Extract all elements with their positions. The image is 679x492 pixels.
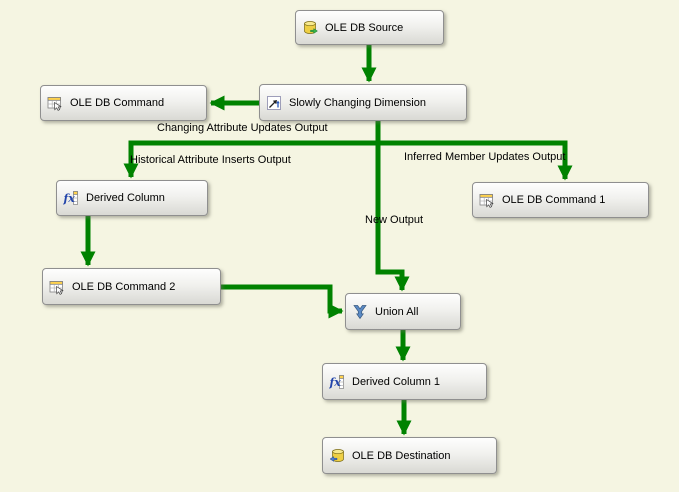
node-label: OLE DB Command 2 [72, 280, 176, 293]
node-union-all[interactable]: Union All [345, 293, 461, 330]
slowly-changing-dimension-icon [266, 95, 282, 111]
connector-scd-to-ole-db-command-1[interactable] [375, 121, 573, 181]
node-ole-db-command-1[interactable]: OLE DB Command 1 [472, 182, 649, 218]
node-label: Union All [375, 305, 419, 318]
node-slowly-changing-dimension[interactable]: Slowly Changing Dimension [259, 84, 467, 121]
database-source-icon [302, 20, 318, 36]
ole-db-command-icon [479, 192, 495, 208]
node-derived-column-1[interactable]: fx Derived Column 1 [322, 363, 487, 400]
svg-text:fx: fx [329, 376, 341, 389]
node-label: OLE DB Command 1 [502, 194, 606, 206]
ole-db-command-icon [47, 95, 63, 111]
node-label: OLE DB Source [325, 21, 404, 34]
derived-column-fx-icon: fx [63, 190, 79, 206]
edge-label-new-output: New Output [365, 214, 424, 226]
svg-text:fx: fx [63, 192, 75, 205]
connector-scd-to-union-all[interactable] [375, 121, 410, 292]
edge-label-inferred-member-updates-output: Inferred Member Updates Output [404, 151, 566, 163]
database-destination-icon [329, 448, 345, 464]
ole-db-command-icon [49, 279, 65, 295]
node-label: Slowly Changing Dimension [289, 96, 426, 109]
node-label: Derived Column [86, 192, 165, 204]
node-derived-column[interactable]: fx Derived Column [56, 180, 208, 216]
edge-label-historical-attribute-inserts-output: Historical Attribute Inserts Output [130, 154, 291, 166]
node-ole-db-command-2[interactable]: OLE DB Command 2 [42, 268, 221, 305]
node-label: OLE DB Destination [352, 449, 451, 462]
union-all-icon [352, 304, 368, 320]
derived-column-fx-icon: fx [329, 374, 345, 390]
connector-ole-db-command-2-to-union-all[interactable] [221, 284, 344, 319]
node-label: OLE DB Command [70, 97, 165, 109]
node-label: Derived Column 1 [352, 375, 441, 388]
node-ole-db-destination[interactable]: OLE DB Destination [322, 437, 497, 474]
node-ole-db-source[interactable]: OLE DB Source [295, 10, 444, 45]
node-ole-db-command[interactable]: OLE DB Command [40, 85, 207, 121]
edge-label-changing-attribute-updates-output: Changing Attribute Updates Output [157, 122, 328, 134]
